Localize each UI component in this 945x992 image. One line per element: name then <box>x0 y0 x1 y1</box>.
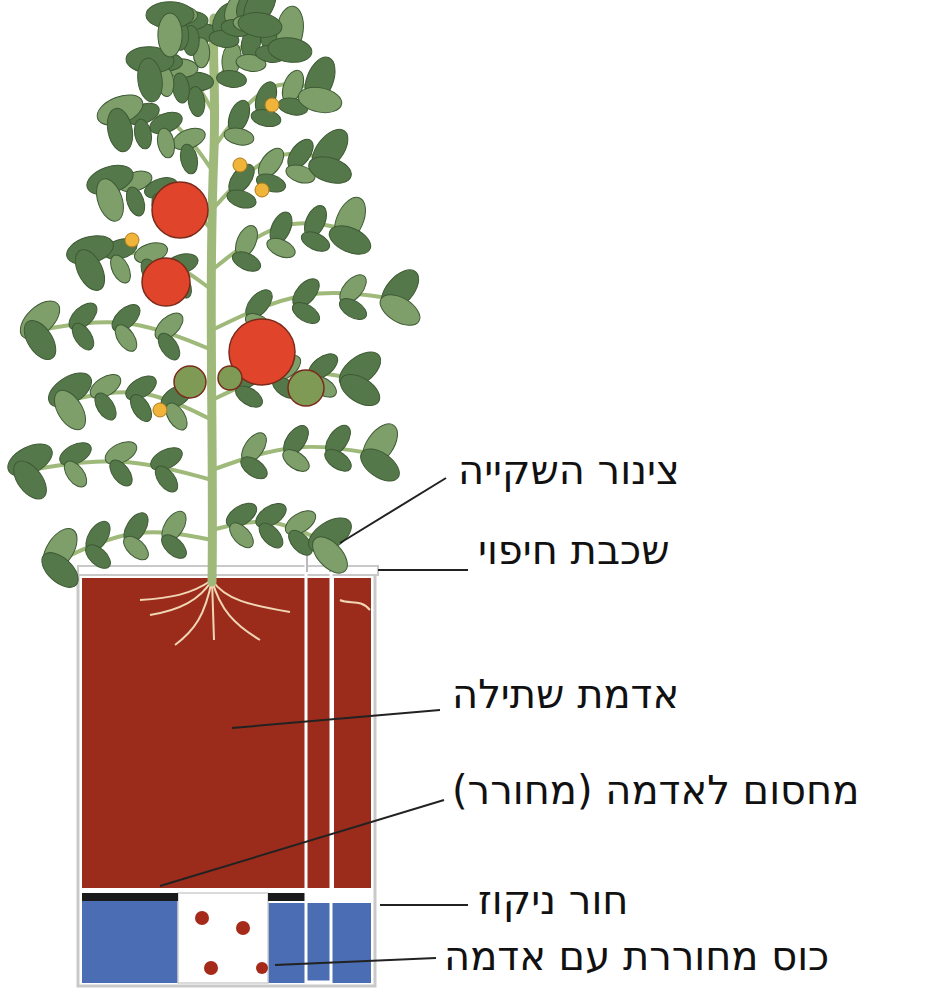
cup-soil-dots <box>195 911 268 975</box>
separator <box>82 888 371 892</box>
leaf <box>237 10 284 40</box>
water <box>82 893 178 983</box>
leaf <box>36 546 85 594</box>
leaf <box>157 530 190 562</box>
part-label: חור ניקוז <box>478 877 628 923</box>
soil-barrier <box>268 893 305 901</box>
tomato <box>152 182 208 238</box>
leader-lines <box>160 478 468 965</box>
leaf <box>106 252 134 286</box>
flower <box>125 233 139 247</box>
soil <box>82 578 331 888</box>
leaf <box>298 228 332 255</box>
leaf <box>223 126 256 148</box>
leaf <box>60 457 91 491</box>
leaf <box>289 298 323 328</box>
leaf <box>111 321 141 355</box>
leaf <box>155 127 177 160</box>
leaf <box>250 107 283 129</box>
leaf <box>267 35 314 65</box>
soil-barrier <box>82 893 178 901</box>
leaf <box>105 456 136 490</box>
leaf <box>225 187 259 212</box>
part-label: שכבת חיפוי <box>478 527 670 573</box>
leaf <box>132 118 154 151</box>
leaf <box>237 452 271 483</box>
leaf <box>68 319 98 353</box>
leaf <box>162 399 192 433</box>
leaf <box>151 462 182 496</box>
leaf <box>336 294 370 324</box>
leaf <box>126 391 156 425</box>
tomato-plant <box>3 0 426 594</box>
leaf <box>335 368 385 412</box>
leaf <box>296 84 344 116</box>
leaf <box>119 532 152 564</box>
perforated-cup <box>178 893 268 983</box>
leaf <box>104 106 136 154</box>
tomato <box>288 370 324 406</box>
leaf <box>305 152 354 188</box>
part-label: מחסום לאדמה (מחורר) <box>452 767 859 813</box>
roots <box>140 580 370 645</box>
leaf <box>7 455 53 505</box>
flower <box>153 403 167 417</box>
leaf <box>69 245 110 295</box>
leaf <box>81 540 114 572</box>
flower <box>255 183 269 197</box>
leaf <box>92 175 129 224</box>
tomato <box>218 366 242 390</box>
soil-column <box>334 578 371 888</box>
leaf <box>178 143 200 176</box>
leaf <box>135 57 165 104</box>
leaf <box>355 442 405 487</box>
leaf <box>229 248 263 275</box>
flower <box>265 98 279 112</box>
leaf <box>325 220 375 260</box>
tomato <box>142 258 190 306</box>
part-label: כוס מחוררת עם אדמה <box>444 933 829 979</box>
watering-tube <box>306 540 331 982</box>
leaf <box>321 445 355 476</box>
part-label: אדמת שתילה <box>452 671 679 717</box>
leaf <box>48 385 92 435</box>
leaf <box>375 288 425 331</box>
leaf <box>154 329 184 363</box>
water <box>268 903 371 983</box>
leaf <box>216 69 248 89</box>
leaf <box>158 13 182 57</box>
leaf <box>225 519 257 552</box>
part-label: צינור השקייה <box>458 447 680 493</box>
leaf <box>91 389 121 423</box>
leaf <box>18 315 62 365</box>
leaf <box>279 445 313 476</box>
stem <box>211 18 214 582</box>
tomato <box>174 366 206 398</box>
leaf <box>264 234 298 261</box>
leaf <box>123 185 148 219</box>
leaf <box>255 519 287 552</box>
flower <box>233 158 247 172</box>
